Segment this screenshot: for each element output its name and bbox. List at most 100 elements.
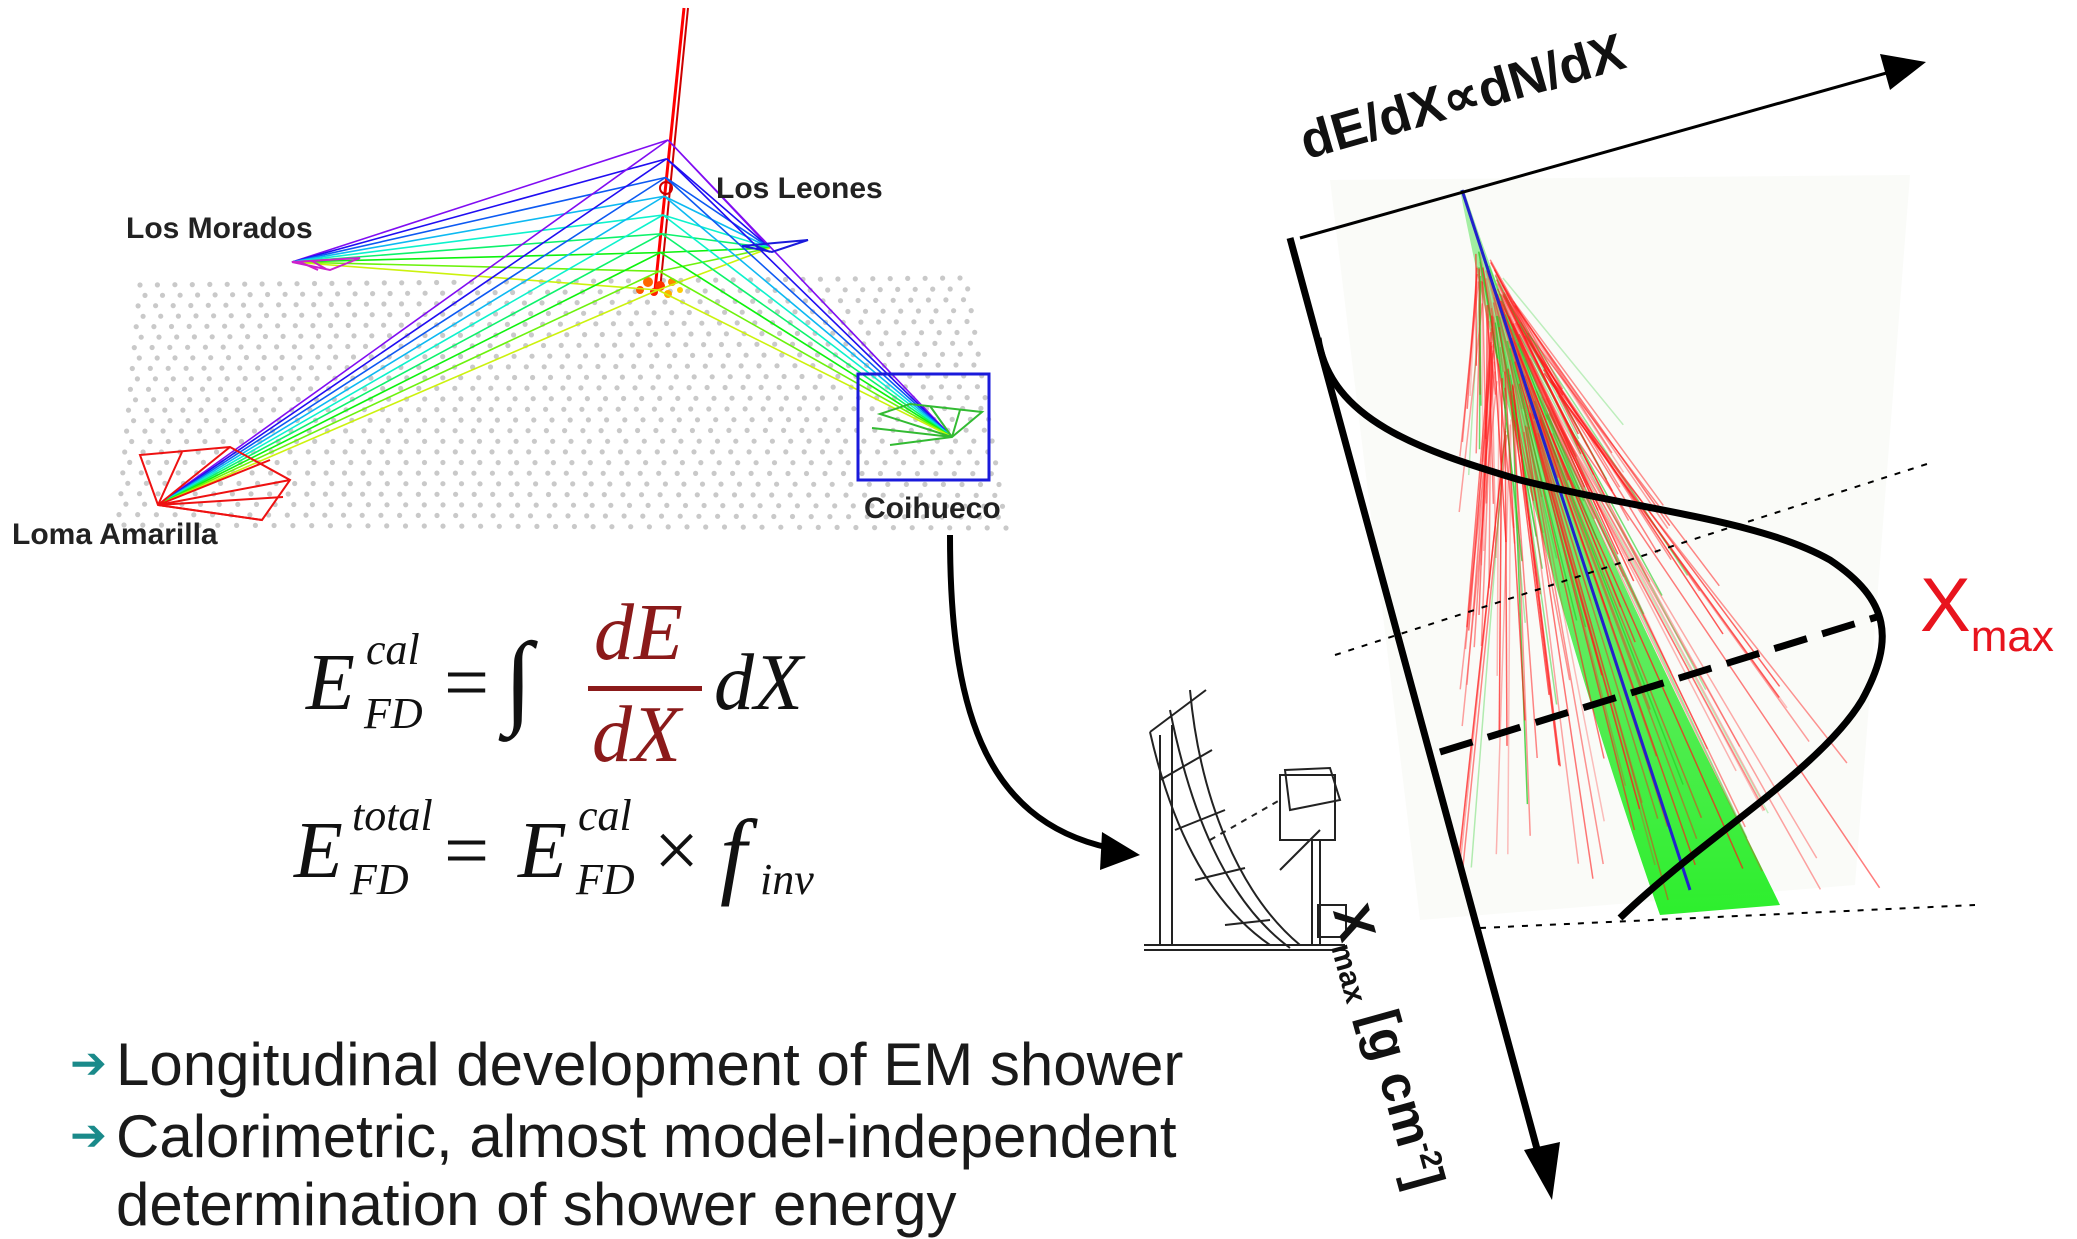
- surface-detector-dot: [719, 342, 724, 347]
- surface-detector-dot: [549, 396, 554, 401]
- surface-detector-dot: [926, 297, 931, 302]
- surface-detector-dot: [915, 341, 920, 346]
- surface-detector-dot: [642, 439, 647, 444]
- surface-detector-dot: [691, 449, 696, 454]
- surface-detector-dot: [491, 513, 496, 518]
- surface-detector-dot: [904, 352, 909, 357]
- surface-detector-dot: [877, 417, 882, 422]
- surface-detector-dot: [858, 320, 863, 325]
- surface-detector-dot: [341, 513, 346, 518]
- surface-detector-dot: [724, 406, 729, 411]
- surface-detector-dot: [732, 492, 737, 497]
- light-ray: [662, 234, 952, 437]
- surface-detector-dot: [241, 397, 246, 402]
- surface-detector-dot: [416, 449, 421, 454]
- surface-detector-dot: [290, 386, 295, 391]
- surface-detector-dot: [569, 460, 574, 465]
- surface-detector-dot: [845, 309, 850, 314]
- surface-detector-dot: [718, 482, 723, 487]
- surface-detector-dot: [404, 439, 409, 444]
- surface-detector-dot: [653, 332, 658, 337]
- surface-detector-dot: [221, 345, 226, 350]
- surface-detector-dot: [713, 492, 718, 497]
- surface-detector-dot: [613, 364, 618, 369]
- surface-detector-dot: [905, 276, 910, 281]
- surface-detector-dot: [360, 513, 365, 518]
- surface-detector-dot: [309, 365, 314, 370]
- surface-detector-dot: [434, 280, 439, 285]
- surface-detector-dot: [658, 492, 663, 497]
- surface-detector-dot: [346, 323, 351, 328]
- surface-detector-dot: [546, 311, 551, 316]
- surface-detector-dot: [978, 406, 983, 411]
- surface-detector-dot: [703, 288, 708, 293]
- surface-detector-dot: [217, 502, 222, 507]
- surface-detector-dot: [978, 482, 983, 487]
- surface-detector-dot: [137, 491, 142, 496]
- surface-detector-dot: [783, 449, 788, 454]
- light-ray: [664, 196, 952, 437]
- surface-detector-dot: [348, 481, 353, 486]
- surface-detector-dot: [294, 302, 299, 307]
- surface-detector-dot: [547, 354, 552, 359]
- surface-detector-dot: [203, 345, 208, 350]
- surface-detector-dot: [888, 276, 893, 281]
- surface-detector-dot: [795, 385, 800, 390]
- surface-detector-dot: [380, 428, 385, 433]
- surface-detector-dot: [969, 308, 974, 313]
- surface-detector-dot: [683, 503, 688, 508]
- surface-detector-dot: [278, 397, 283, 402]
- surface-detector-dot: [144, 481, 149, 486]
- surface-detector-dot: [644, 481, 649, 486]
- surface-detector-dot: [549, 417, 554, 422]
- surface-detector-dot: [144, 408, 149, 413]
- surface-detector-dot: [122, 449, 127, 454]
- surface-detector-dot: [297, 376, 302, 381]
- surface-detector-dot: [853, 276, 858, 281]
- surface-detector-dot: [179, 428, 184, 433]
- surface-detector-dot: [489, 428, 494, 433]
- surface-detector-dot: [167, 418, 172, 423]
- f2-lhs-sub: FD: [350, 854, 409, 905]
- surface-detector-dot: [710, 374, 715, 379]
- surface-detector-dot: [291, 502, 296, 507]
- surface-detector-dot: [292, 344, 297, 349]
- surface-detector-dot: [222, 324, 227, 329]
- surface-detector-dot: [566, 375, 571, 380]
- bullet-text: Longitudinal development of EM shower: [116, 1031, 1183, 1098]
- surface-detector-dot: [347, 281, 352, 286]
- surface-detector-dot: [368, 418, 373, 423]
- surface-detector-dot: [748, 396, 753, 401]
- surface-detector-dot: [453, 449, 458, 454]
- surface-detector-dot: [950, 341, 955, 346]
- surface-detector-dot: [478, 502, 483, 507]
- surface-detector-dot: [250, 470, 255, 475]
- surface-detector-dot: [422, 481, 427, 486]
- surface-detector-dot: [660, 439, 665, 444]
- surface-detector-dot: [558, 322, 563, 327]
- surface-detector-dot: [698, 460, 703, 465]
- surface-detector-dot: [434, 492, 439, 497]
- surface-detector-dot: [542, 385, 547, 390]
- surface-detector-dot: [201, 366, 206, 371]
- surface-detector-dot: [323, 492, 328, 497]
- surface-detector-dot: [286, 491, 291, 496]
- light-ray: [292, 159, 667, 262]
- surface-detector-dot: [225, 282, 230, 287]
- surface-detector-dot: [881, 309, 886, 314]
- surface-detector-dot: [690, 428, 695, 433]
- surface-detector-dot: [287, 449, 292, 454]
- surface-detector-dot: [156, 491, 161, 496]
- surface-detector-dot: [385, 439, 390, 444]
- surface-detector-dot: [646, 321, 651, 326]
- surface-detector-dot: [618, 449, 623, 454]
- surface-detector-dot: [303, 513, 308, 518]
- surface-detector-dot: [417, 280, 422, 285]
- surface-detector-dot: [272, 386, 277, 391]
- surface-detector-dot: [160, 293, 165, 298]
- surface-detector-dot: [141, 314, 146, 319]
- zoom-arrow: [950, 535, 1140, 870]
- surface-detector-dot: [511, 354, 516, 359]
- surface-detector-dot: [777, 331, 782, 336]
- surface-detector-dot: [471, 407, 476, 412]
